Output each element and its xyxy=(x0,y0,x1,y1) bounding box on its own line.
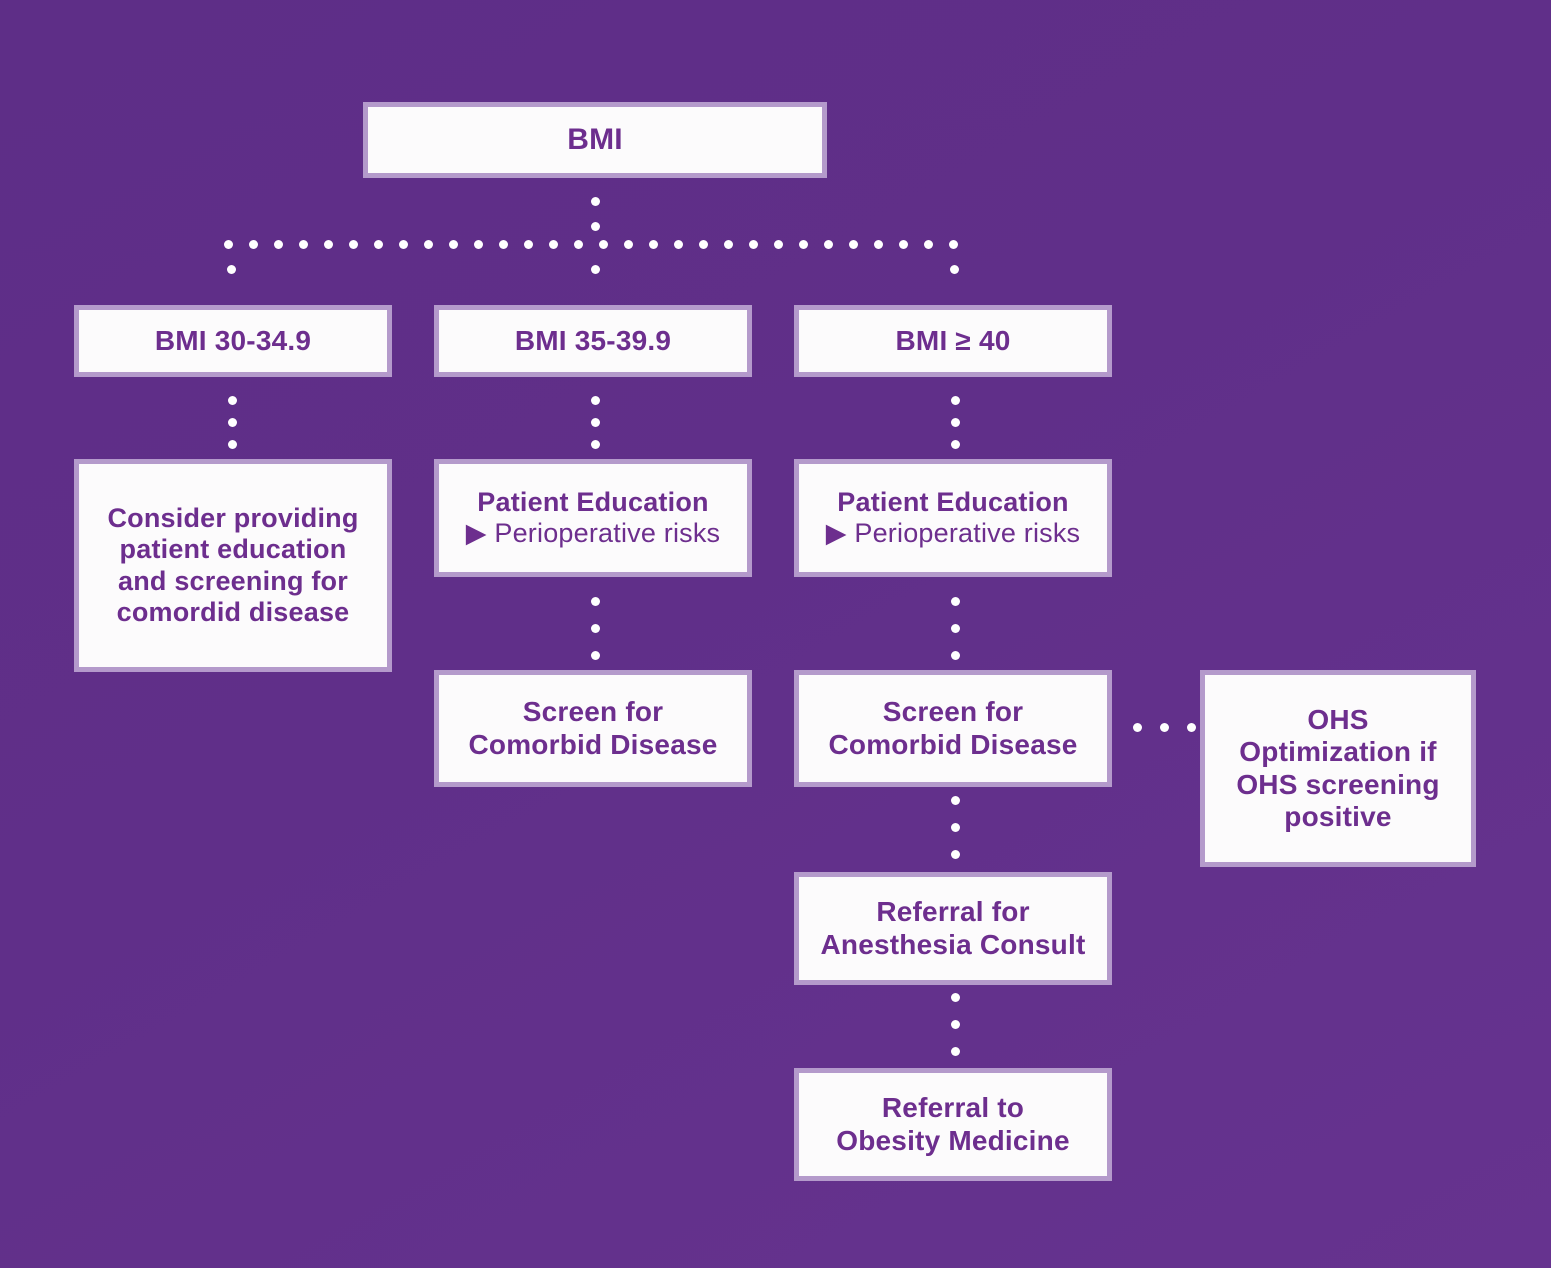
node-bmi-35-39-label: BMI 35-39.9 xyxy=(514,324,672,356)
screen-comorbid-right-line-1: Screen for xyxy=(882,696,1024,728)
node-consider-education-screening[interactable]: Consider providing patient education and… xyxy=(74,459,392,672)
patient-education-right-title: Patient Education xyxy=(837,486,1069,517)
consider-line-4: comordid disease xyxy=(116,596,350,627)
node-ohs-optimization[interactable]: OHS Optimization if OHS screening positi… xyxy=(1200,670,1476,867)
consider-line-2: patient education xyxy=(119,534,347,565)
screen-comorbid-mid-line-1: Screen for xyxy=(522,696,664,728)
ohs-line-3: OHS screening xyxy=(1236,768,1440,800)
node-bmi-root[interactable]: BMI xyxy=(363,102,827,178)
ohs-line-4: positive xyxy=(1284,800,1392,832)
node-patient-education-mid[interactable]: Patient Education ▶ Perioperative risks xyxy=(434,459,752,577)
node-bmi-40-label: BMI ≥ 40 xyxy=(895,324,1011,356)
referral-anesthesia-line-2: Anesthesia Consult xyxy=(820,928,1086,960)
referral-anesthesia-line-1: Referral for xyxy=(876,896,1030,928)
patient-education-mid-bullet: ▶ Perioperative risks xyxy=(465,518,721,548)
node-referral-anesthesia-consult[interactable]: Referral for Anesthesia Consult xyxy=(794,872,1112,985)
patient-education-mid-title: Patient Education xyxy=(477,486,709,517)
node-bmi-35-39[interactable]: BMI 35-39.9 xyxy=(434,305,752,377)
node-screen-comorbid-mid[interactable]: Screen for Comorbid Disease xyxy=(434,670,752,787)
node-bmi-30-34[interactable]: BMI 30-34.9 xyxy=(74,305,392,377)
ohs-line-1: OHS xyxy=(1307,703,1369,735)
consider-line-3: and screening for xyxy=(118,565,348,596)
screen-comorbid-mid-line-2: Comorbid Disease xyxy=(468,728,718,760)
node-bmi-root-label: BMI xyxy=(567,122,623,156)
ohs-line-2: Optimization if xyxy=(1239,736,1437,768)
patient-education-right-bullet: ▶ Perioperative risks xyxy=(825,518,1081,548)
consider-line-1: Consider providing xyxy=(107,502,359,533)
referral-obesity-line-2: Obesity Medicine xyxy=(836,1124,1070,1156)
referral-obesity-line-1: Referral to xyxy=(881,1092,1025,1124)
node-referral-obesity-medicine[interactable]: Referral to Obesity Medicine xyxy=(794,1068,1112,1181)
node-screen-comorbid-right[interactable]: Screen for Comorbid Disease xyxy=(794,670,1112,787)
node-bmi-40[interactable]: BMI ≥ 40 xyxy=(794,305,1112,377)
node-bmi-30-34-label: BMI 30-34.9 xyxy=(154,324,312,356)
node-patient-education-right[interactable]: Patient Education ▶ Perioperative risks xyxy=(794,459,1112,577)
screen-comorbid-right-line-2: Comorbid Disease xyxy=(828,728,1078,760)
